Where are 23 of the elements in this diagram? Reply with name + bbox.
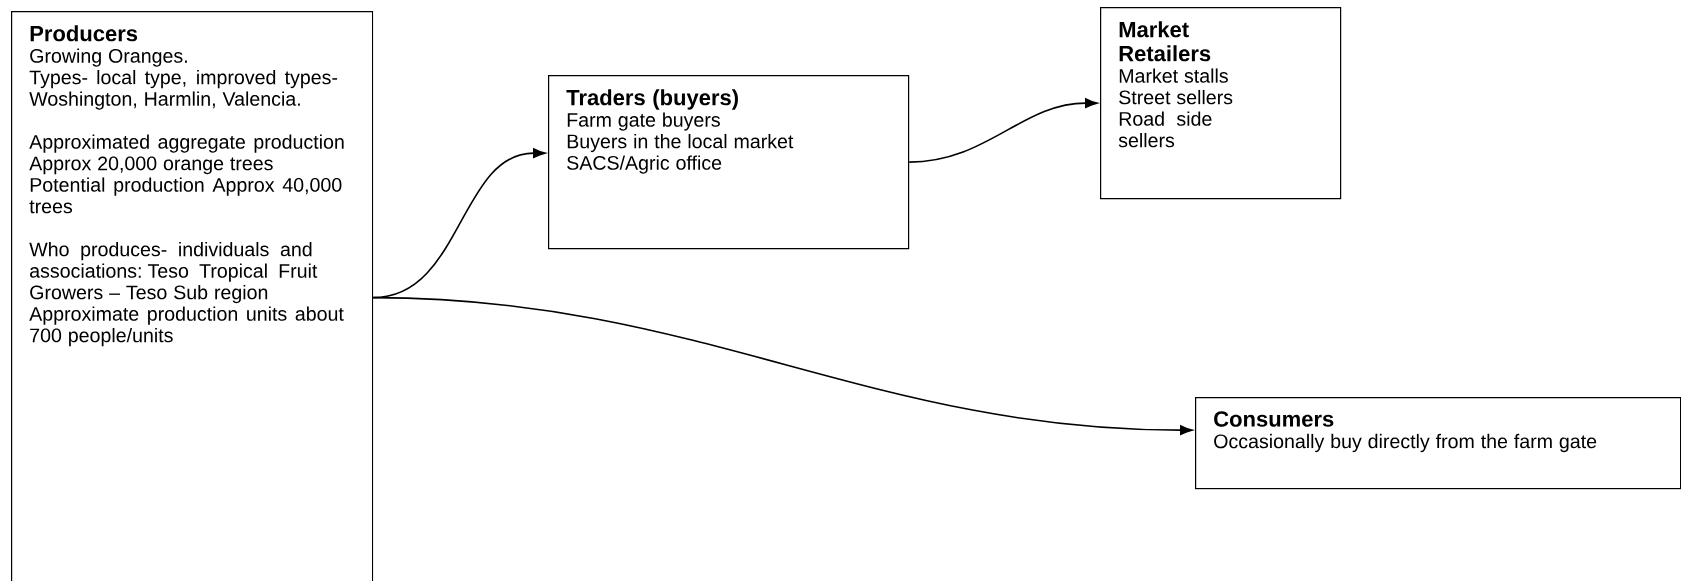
node-label: Traders (buyers) [566, 89, 738, 110]
arrow [372, 296, 1193, 436]
node-label: Buyers in the local market [567, 133, 794, 153]
process-box [548, 75, 910, 250]
node-label: Approximate production units about 700 people/units [29, 306, 344, 347]
process-box [1195, 397, 1681, 490]
node-label: Market Retailers [1119, 21, 1211, 62]
node-label: Road side sellers [1118, 111, 1212, 148]
node-label: Approximated aggregate production Approx 20,000 orange trees [29, 134, 344, 175]
node-label: SACS/Agric office [567, 155, 722, 174]
node-label: Farm gate buyers [567, 112, 720, 131]
node-label: Types- local type, improved types- Woshington, Harmlin, Valencia. [29, 69, 338, 110]
node-label: Growing Oranges. [30, 48, 187, 67]
node-label: Market stalls [1119, 68, 1228, 83]
node-label: Producers [30, 25, 138, 42]
node-label: Who produces- individuals and associations: Teso Tropical Fruit Growers – Teso Sub region [29, 241, 318, 304]
arrow [908, 98, 1098, 163]
process-box [1100, 7, 1342, 200]
node-label: Street sellers [1119, 89, 1233, 105]
process-box [11, 11, 374, 581]
node-label: Occasionally buy directly from the farm gate [1214, 433, 1597, 453]
node-label: Potential production Approx 40,000 trees [29, 177, 342, 214]
node-label: Consumers [1214, 411, 1334, 427]
